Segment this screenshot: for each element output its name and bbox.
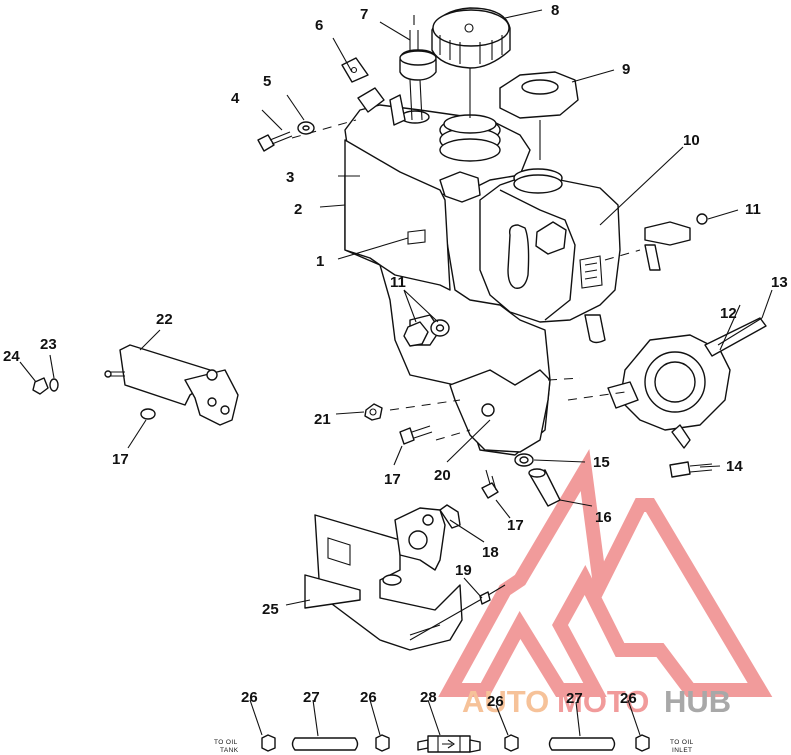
callout-11-right: 11	[745, 201, 761, 218]
part-15-clamp	[514, 453, 534, 467]
callout-5: 5	[263, 73, 271, 90]
note-to-oil-inlet-line2: INLET	[672, 747, 692, 754]
callout-27-left: 27	[303, 689, 320, 706]
note-to-oil-tank-line2: TANK	[220, 747, 239, 754]
callout-16: 16	[595, 509, 612, 526]
watermark-text-auto: AUTO	[462, 684, 549, 719]
callout-3: 3	[286, 169, 294, 186]
callout-17-right: 17	[507, 517, 524, 534]
part-17-screw-center	[399, 425, 433, 445]
callout-4: 4	[231, 90, 240, 107]
part-28-filter	[417, 735, 481, 753]
watermark-logo: AUTO MOTO HUB	[438, 448, 773, 719]
part-11-nut-washer	[403, 319, 450, 347]
watermark-triangle-icon	[438, 448, 773, 697]
note-to-oil-tank-line1: TO OIL	[214, 739, 238, 746]
part-12-oil-pump	[607, 317, 767, 449]
callout-26-right2: 26	[487, 693, 504, 710]
callout-26-center: 26	[360, 689, 377, 706]
leader-lines	[19, 9, 773, 737]
callout-6: 6	[315, 17, 323, 34]
part-9-reservoir-cap	[499, 71, 579, 119]
callout-22: 22	[156, 311, 173, 328]
callout-19: 19	[455, 562, 472, 579]
part-19-tie-strap	[409, 584, 506, 641]
hose-notes: TO OIL TANK TO OIL INLET	[214, 739, 694, 754]
callout-13: 13	[771, 274, 788, 291]
part-17-screw-lower	[481, 469, 499, 499]
callout-12: 12	[720, 305, 737, 322]
callout-24: 24	[3, 348, 20, 365]
callout-10: 10	[683, 132, 700, 149]
callout-7: 7	[360, 6, 368, 23]
part-14-bolt	[669, 461, 713, 478]
oil-tank	[344, 87, 621, 456]
callout-14: 14	[726, 458, 743, 475]
callout-15: 15	[593, 454, 610, 471]
callout-9: 9	[622, 61, 630, 78]
part-5-washer	[297, 121, 315, 135]
part-8-filler-cap	[431, 7, 511, 69]
part-4-screw	[257, 131, 293, 152]
callout-1: 1	[316, 253, 324, 270]
part-16-hose-fitting	[528, 468, 561, 507]
callout-26-left: 26	[241, 689, 258, 706]
callout-21: 21	[314, 411, 331, 428]
part-13-pump-lever	[717, 317, 763, 346]
part-11-fitting	[644, 213, 708, 271]
callout-17-left: 17	[112, 451, 129, 468]
callout-23: 23	[40, 336, 57, 353]
watermark-text-hub: HUB	[664, 684, 731, 719]
callout-labels: 1 2 3 4 5 6 7 8 9 10 11 11 12 13 14 15 1…	[3, 2, 788, 710]
callout-17-center: 17	[384, 471, 401, 488]
callout-2: 2	[294, 201, 302, 218]
callout-26-far-right: 26	[620, 690, 637, 707]
callout-25: 25	[262, 601, 279, 618]
part-17-washer-left	[140, 408, 156, 420]
note-to-oil-inlet-line1: TO OIL	[670, 739, 694, 746]
part-22-bracket	[104, 344, 239, 426]
callout-11-left: 11	[390, 274, 406, 291]
part-24-nut	[32, 377, 49, 395]
part-7-dipstick	[399, 15, 437, 121]
hose-assembly-row	[261, 734, 650, 753]
callout-18: 18	[482, 544, 499, 561]
part-23-washer	[49, 378, 59, 392]
callout-8: 8	[551, 2, 559, 19]
callout-27-right: 27	[566, 690, 583, 707]
callout-20: 20	[434, 467, 451, 484]
watermark-text-moto: MOTO	[557, 684, 649, 719]
part-25-mount-plate	[304, 504, 463, 651]
part-21-nut	[364, 403, 383, 421]
callout-28: 28	[420, 689, 437, 706]
